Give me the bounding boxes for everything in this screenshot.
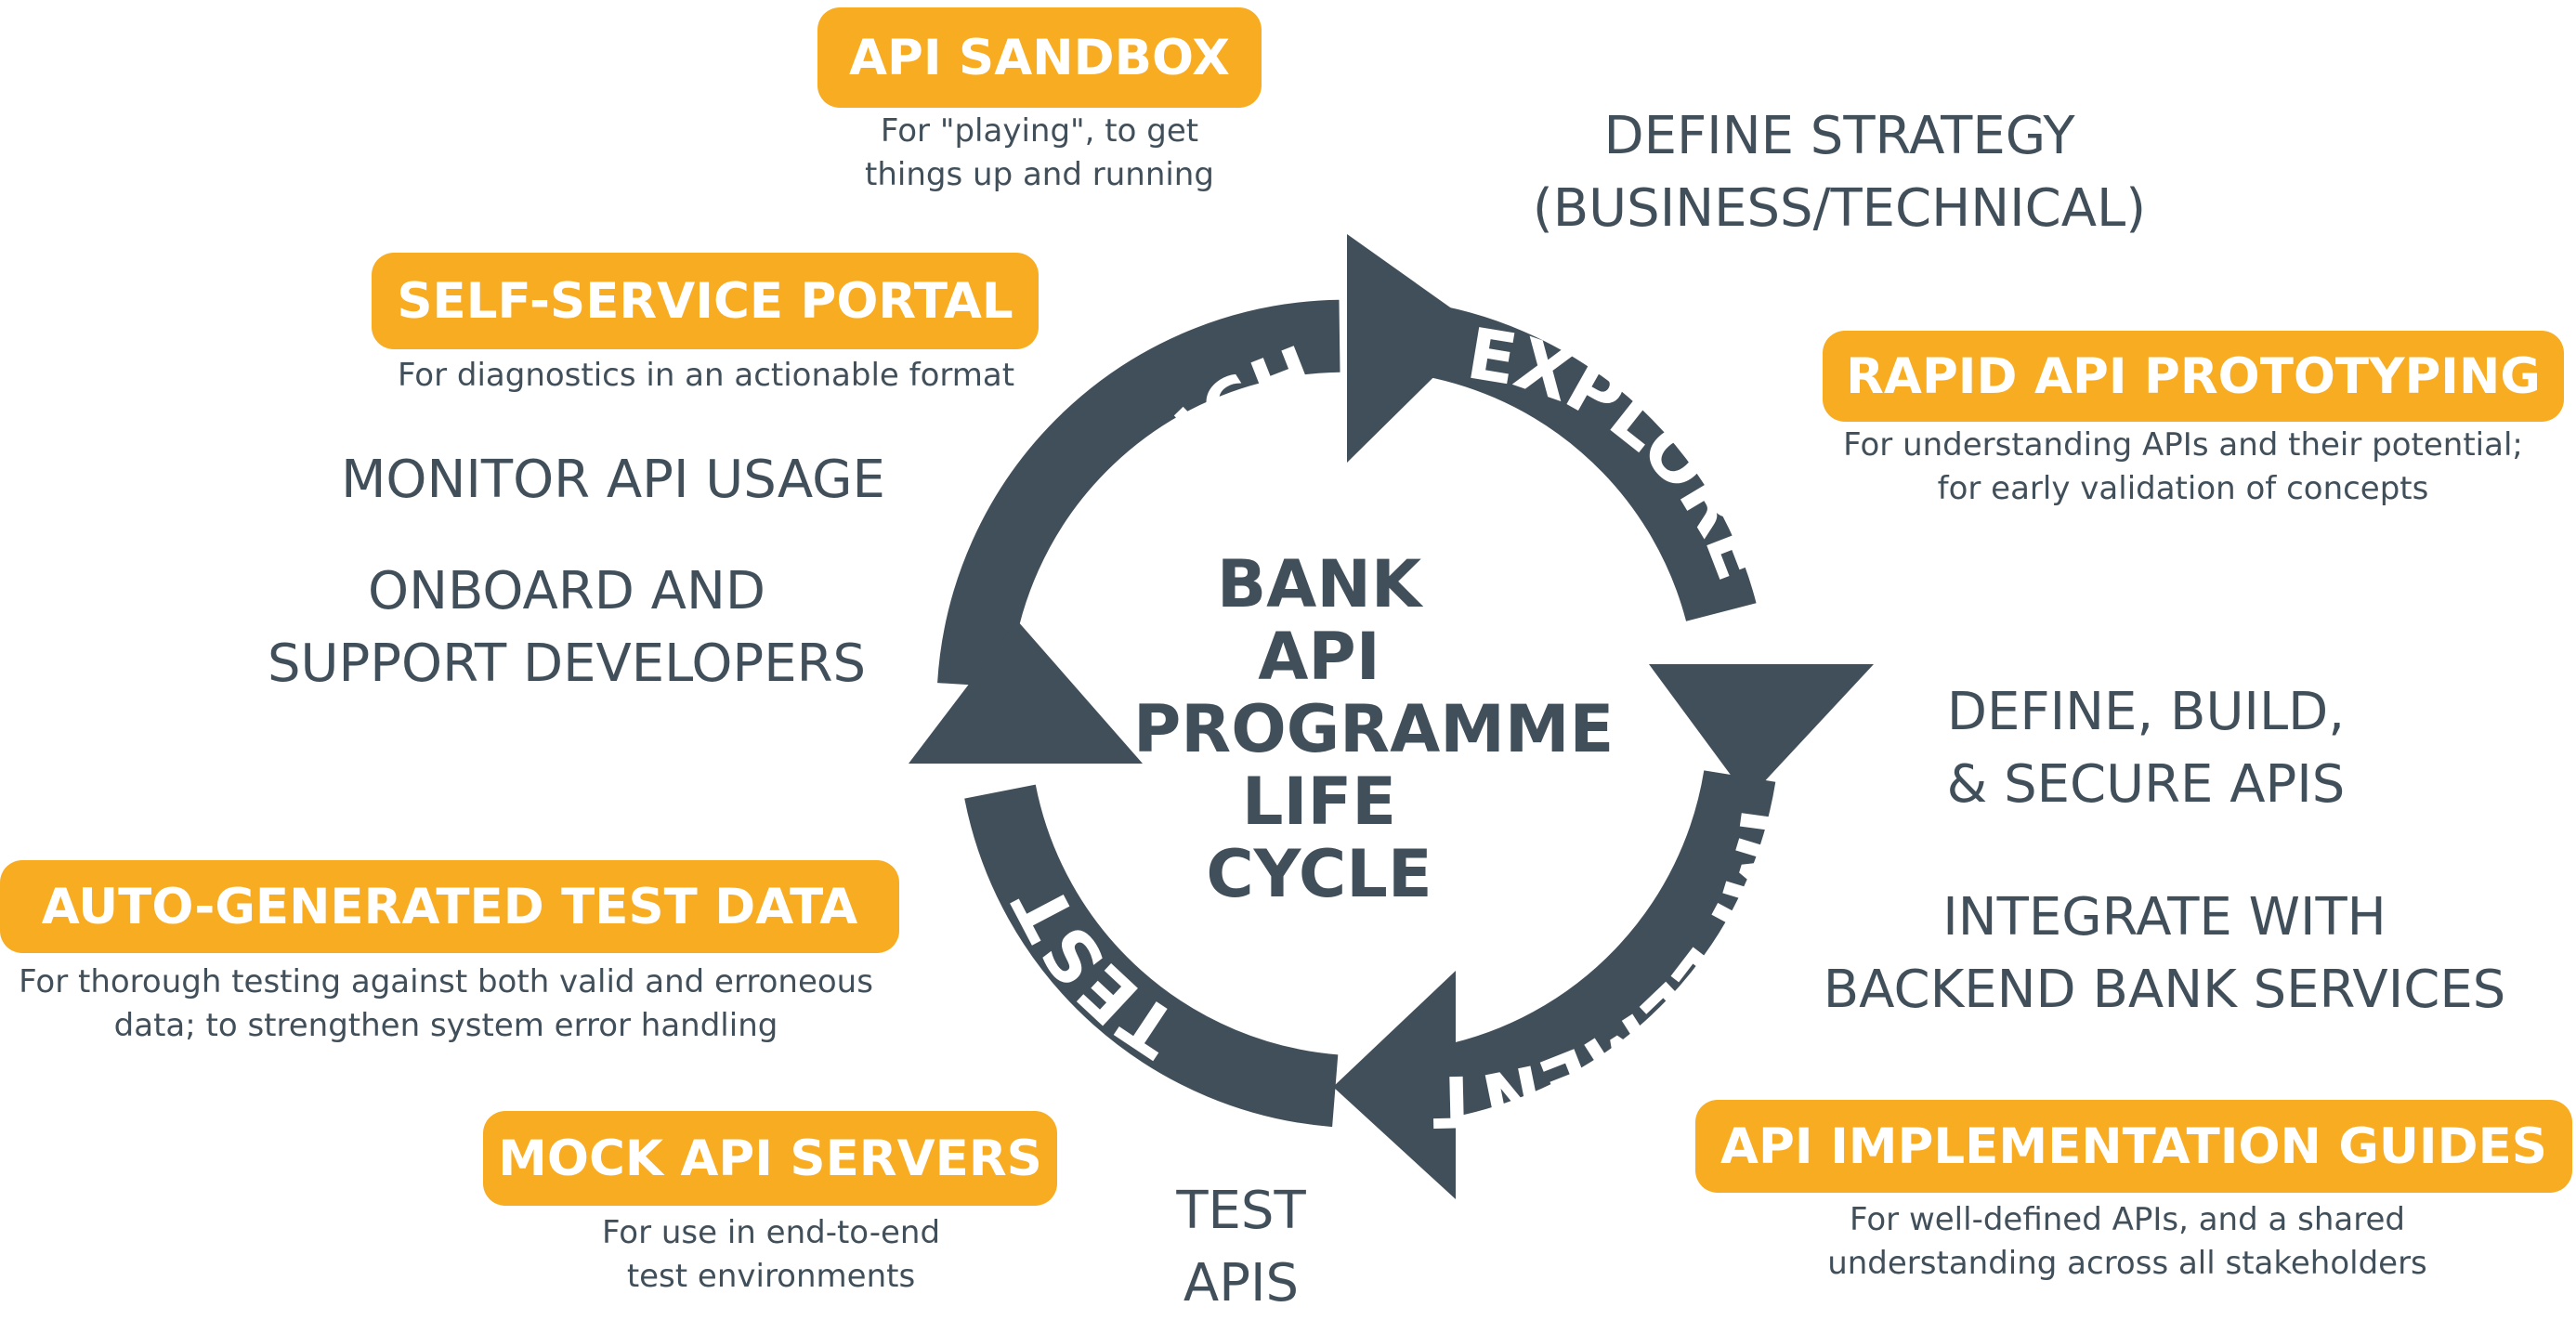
description-line: For "playing", to get — [880, 112, 1199, 150]
mock-api-servers-badge: MOCK API SERVERS — [483, 1111, 1057, 1206]
auto-generated-test-data-badge: AUTO-GENERATED TEST DATA — [0, 860, 899, 953]
ring-segment-explore — [1399, 300, 1757, 622]
description-line: things up and running — [865, 156, 1214, 193]
define-strategy-text: DEFINE STRATEGY (BUSINESS/TECHNICAL) — [1486, 100, 2192, 245]
onboard-developers-text: ONBOARD AND SUPPORT DEVELOPERS — [214, 555, 920, 700]
phrase-line: DEFINE, BUILD, — [1946, 682, 2346, 742]
description-line: for early validation of concepts — [1937, 470, 2429, 507]
api-sandbox-description: For "playing", to get things up and runn… — [817, 110, 1262, 197]
arrowhead-launch — [909, 621, 1143, 764]
phrase-line: BACKEND BANK SERVICES — [1823, 960, 2506, 1020]
description-line: For diagnostics in an actionable format — [397, 357, 1015, 394]
arrowhead-explore — [1347, 234, 1482, 463]
description-line: For well-defined APIs, and a shared — [1850, 1201, 2405, 1238]
center-title-line: LIFE CYCLE — [1206, 764, 1432, 912]
api-sandbox-badge: API SANDBOX — [817, 7, 1262, 108]
rapid-api-prototyping-badge: RAPID API PROTOTYPING — [1823, 331, 2564, 422]
rapid-api-prototyping-description: For understanding APIs and their potenti… — [1802, 424, 2564, 511]
self-service-portal-badge: SELF-SERVICE PORTAL — [372, 253, 1039, 349]
center-title-line: API — [1258, 619, 1380, 695]
ring-segment-test — [964, 784, 1339, 1128]
stage-label-explore: EXPLORE — [1462, 311, 1785, 593]
mock-api-servers-description: For use in end-to-end test environments — [530, 1211, 1013, 1299]
arrowhead-test — [1333, 971, 1456, 1199]
description-line: For use in end-to-end — [601, 1214, 941, 1251]
phrase-line: APIS — [1183, 1253, 1300, 1313]
center-title-line: BANK — [1216, 546, 1422, 622]
ring-segment-launch — [937, 299, 1340, 688]
phrase-line: SUPPORT DEVELOPERS — [267, 634, 867, 694]
ring-arrowheads — [909, 234, 1874, 1199]
phrase-line: (BUSINESS/TECHNICAL) — [1532, 178, 2147, 239]
ring-segments — [937, 299, 1776, 1128]
test-apis-text: TEST APIS — [1111, 1175, 1371, 1320]
api-implementation-guides-description: For well-defined APIs, and a shared unde… — [1746, 1198, 2508, 1286]
description-line: test environments — [626, 1258, 916, 1295]
monitor-api-usage-text: MONITOR API USAGE — [279, 444, 948, 516]
description-line: For thorough testing against both valid … — [19, 963, 873, 1000]
phrase-line: TEST — [1176, 1181, 1306, 1241]
phrase-line: MONITOR API USAGE — [341, 450, 885, 510]
description-line: data; to strengthen system error handlin… — [113, 1007, 778, 1044]
center-title: BANK API PROGRAMME LIFE CYCLE — [1133, 546, 1615, 912]
description-line: For understanding APIs and their potenti… — [1843, 426, 2523, 464]
define-build-secure-text: DEFINE, BUILD, & SECURE APIS — [1821, 676, 2471, 821]
description-line: understanding across all stakeholders — [1827, 1245, 2427, 1282]
arrowhead-implement — [1649, 664, 1874, 799]
ring-segment-implement — [1440, 770, 1776, 1117]
phrase-line: DEFINE STRATEGY — [1603, 106, 2075, 166]
api-implementation-guides-badge: API IMPLEMENTATION GUIDES — [1695, 1100, 2572, 1193]
self-service-portal-description: For diagnostics in an actionable format — [307, 354, 1105, 398]
phrase-line: & SECURE APIS — [1946, 754, 2346, 815]
integrate-backend-text: INTEGRATE WITH BACKEND BANK SERVICES — [1765, 882, 2564, 1026]
auto-generated-test-data-description: For thorough testing against both valid … — [0, 961, 892, 1048]
center-title-line: PROGRAMME — [1133, 691, 1615, 767]
phrase-line: ONBOARD AND — [368, 561, 765, 621]
phrase-line: INTEGRATE WITH — [1942, 887, 2386, 948]
